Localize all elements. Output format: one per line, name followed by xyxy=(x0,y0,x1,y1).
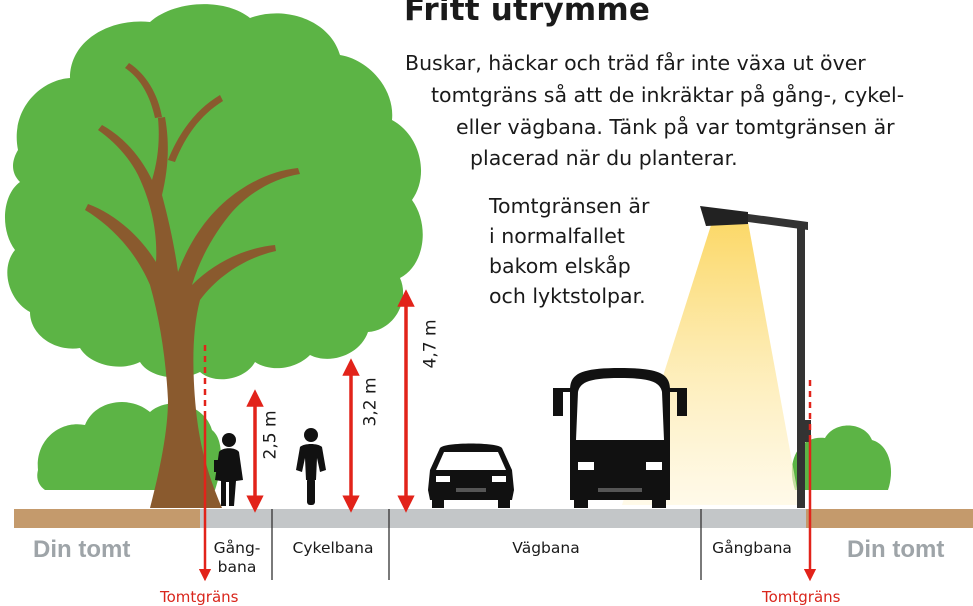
note-line-4: och lyktstolpar. xyxy=(489,284,646,308)
lane-label-vagbana: Vägbana xyxy=(512,539,580,557)
lane-label-gangbana-right: Gångbana xyxy=(712,539,792,557)
cyclist-icon xyxy=(296,428,326,505)
note-line-1: Tomtgränsen är xyxy=(489,194,650,218)
note-line-3: bakom elskåp xyxy=(489,254,631,278)
ground-left xyxy=(14,509,210,528)
pedestrian-icon xyxy=(214,433,243,506)
road-surface xyxy=(200,509,806,528)
lane-label-gangbana-left-line-2: bana xyxy=(217,558,257,576)
boundary-label-left: Tomtgräns xyxy=(160,588,239,606)
tree xyxy=(4,4,423,508)
property-label-left: Din tomt xyxy=(33,536,131,563)
boundary-label-right: Tomtgräns xyxy=(762,588,841,606)
note-line-2: i normalfallet xyxy=(489,224,625,248)
property-label-right: Din tomt xyxy=(847,536,945,563)
paragraph-line-2: tomtgräns så att de inkräktar på gång-, … xyxy=(431,83,905,107)
ground-right xyxy=(806,509,973,528)
measurement-pedestrian: 2,5 m xyxy=(260,410,281,460)
page-title: Fritt utrymme xyxy=(404,0,651,28)
bush-right xyxy=(791,425,892,490)
tree-trunk xyxy=(85,117,300,508)
lane-label-gangbana-left-line-1: Gång- xyxy=(213,539,261,557)
lane-label-cykelbana: Cykelbana xyxy=(292,539,374,557)
paragraph-line-3: eller vägbana. Tänk på var tomtgränsen ä… xyxy=(456,115,895,139)
height-arrows xyxy=(246,289,415,513)
paragraph-line-4: placerad när du planterar. xyxy=(470,146,738,170)
car-icon xyxy=(428,443,514,508)
paragraph-line-1: Buskar, häckar och träd får inte växa ut… xyxy=(405,51,866,75)
bus-icon xyxy=(553,368,687,508)
measurement-cyclist: 3,2 m xyxy=(360,377,381,427)
measurement-road: 4,7 m xyxy=(420,319,441,369)
